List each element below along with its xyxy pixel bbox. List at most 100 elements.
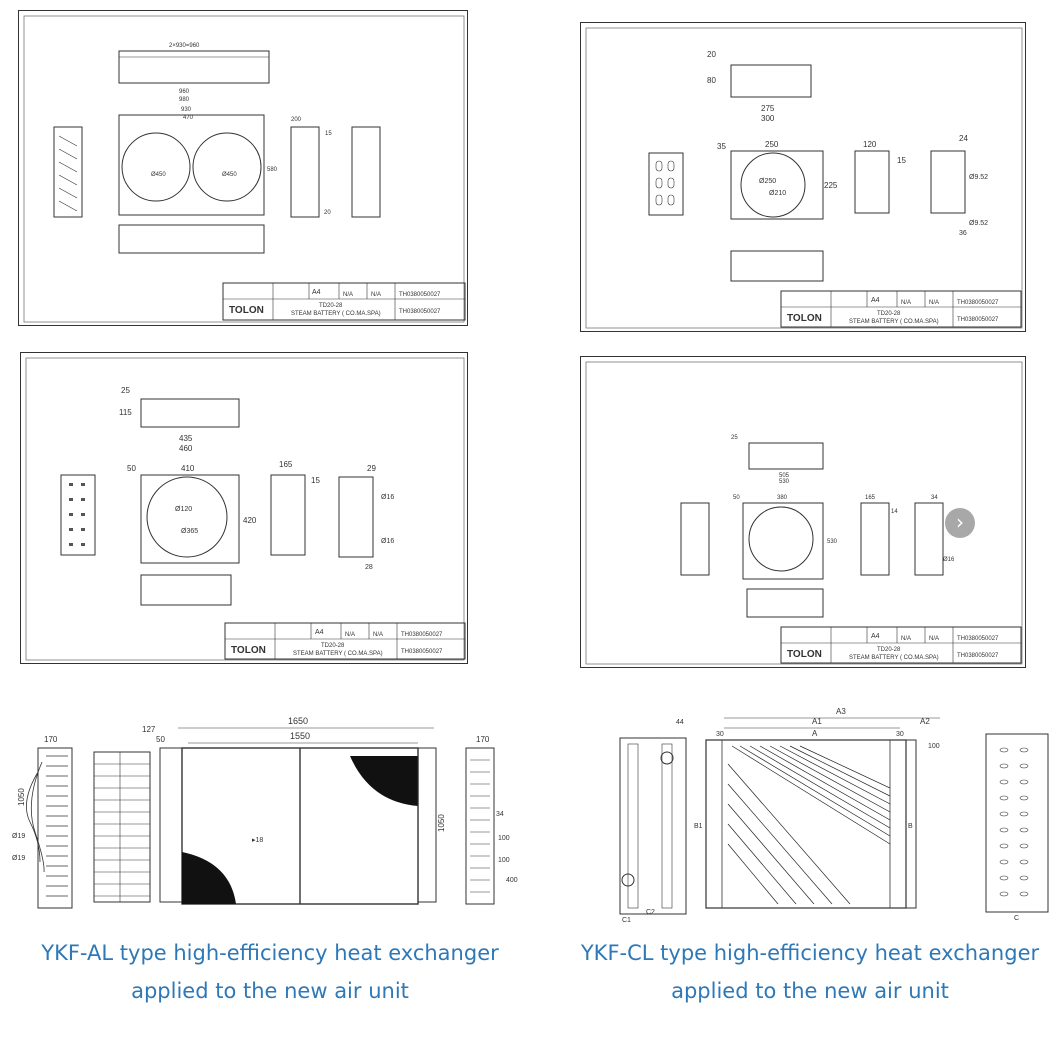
sheet-2-dim-36: 36	[959, 230, 967, 237]
sheet-2-dim-20: 20	[707, 50, 716, 59]
sheet-3-dim-50: 50	[127, 464, 136, 473]
sheet-3-dim-pipe2: Ø16	[381, 538, 394, 545]
sheet-4-dim-34: 34	[931, 495, 938, 501]
chevron-right-icon: ›	[956, 510, 964, 534]
sheet-2-model: TD20-28	[877, 311, 901, 317]
sheet-1-scale1: N/A	[343, 292, 353, 298]
sheet-2-desc: STEAM BATTERY ( CO.MA.SPA)	[849, 319, 939, 325]
sheet-2-dim-24: 24	[959, 134, 968, 143]
sheet-3-code2: TH0380050027	[401, 649, 443, 655]
sheet-2-dim-120: 120	[863, 140, 877, 149]
sheet-1-dim-width2: 980	[179, 97, 190, 103]
ykf-al-dim-1650: 1650	[288, 716, 308, 726]
sheet-2-dim-35: 35	[717, 142, 726, 151]
sheet-2-code: TH0380050027	[957, 300, 999, 306]
sheet-3-dim-pipe1: Ø16	[381, 494, 394, 501]
sheet-3-dim-28: 28	[365, 564, 373, 571]
sheet-3-scale2: N/A	[373, 632, 383, 638]
sheet-2-drawing: 20 80 275 300 35 250 Ø250 Ø210 225 120 1…	[585, 27, 1023, 329]
sheet-1-drawing: 2×930=960 960 980 Ø450 Ø450 930 470 580 …	[23, 15, 466, 323]
ykf-al-caption-line2: applied to the new air unit	[131, 979, 409, 1003]
sheet-4-dim-165: 165	[865, 495, 876, 501]
sheet-2-dim-300: 300	[761, 114, 775, 123]
sheet-2-dim-80: 80	[707, 76, 716, 85]
sheet-4-scale1: N/A	[901, 636, 911, 642]
sheet-4-scale2: N/A	[929, 636, 939, 642]
sheet-2-size: A4	[871, 297, 880, 304]
sheet-1-dim-top: 2×930=960	[169, 43, 200, 49]
sheet-4-dim-505: 505	[779, 473, 790, 479]
sheet-4-model: TD20-28	[877, 647, 901, 653]
drawing-sheet-3: 25 115 435 460 50 410 Ø120 Ø365 420 165 …	[20, 352, 468, 664]
ykf-cl-drawing: 44 C1 C2 A3 A1 A2 A 30 30 100 B1 B C	[619, 707, 1049, 924]
sheet-4-dim-14: 14	[891, 509, 898, 515]
sheet-2-dim-225: 225	[824, 181, 838, 190]
ykf-cl-dim-c: C	[1014, 915, 1019, 922]
sheet-4-code2: TH0380050027	[957, 653, 999, 659]
sheet-2-code2: TH0380050027	[957, 317, 999, 323]
sheet-4-dim-50: 50	[733, 495, 740, 501]
ykf-cl-caption: YKF-CL type high-efficiency heat exchang…	[560, 934, 1060, 1010]
ykf-al-dim-34: 34	[496, 811, 504, 818]
drawing-sheet-2: 20 80 275 300 35 250 Ø250 Ø210 225 120 1…	[580, 22, 1026, 332]
ykf-al-drawing: 170 1050 Ø19 Ø19 127 50 1650 1550 ▸18 10…	[12, 716, 518, 909]
sheet-3-scale1: N/A	[345, 632, 355, 638]
sheet-1-dim-width: 960	[179, 89, 190, 95]
sheet-1-code2: TH0380050027	[399, 309, 441, 315]
sheet-4-code: TH0380050027	[957, 636, 999, 642]
ykf-al-dim-fin: ▸18	[252, 837, 263, 844]
sheet-1-logo: TOLON	[229, 305, 264, 316]
ykf-cl-dim-a2: A2	[920, 717, 930, 726]
ykf-al-dim-400: 400	[506, 877, 518, 884]
sheet-2-scale1: N/A	[901, 300, 911, 306]
sheet-2-logo: TOLON	[787, 313, 822, 324]
sheet-1-scale2: N/A	[371, 292, 381, 298]
sheet-4-dim-380: 380	[777, 495, 788, 501]
ykf-al-dim-170-left: 170	[44, 735, 58, 744]
ykf-cl-dim-a: A	[812, 729, 818, 738]
drawing-sheet-1: 2×930=960 960 980 Ø450 Ø450 930 470 580 …	[18, 10, 468, 326]
sheet-3-model: TD20-28	[321, 643, 345, 649]
ykf-cl-caption-line2: applied to the new air unit	[671, 979, 949, 1003]
sheet-1-dim-dia2: Ø450	[222, 172, 237, 178]
sheet-4-dim-25: 25	[731, 435, 738, 441]
sheet-2-dim-275: 275	[761, 104, 775, 113]
sheet-4-size: A4	[871, 633, 880, 640]
ykf-cl-dim-c1: C1	[622, 917, 631, 924]
sheet-3-logo: TOLON	[231, 645, 266, 656]
sheet-2-dim-pipe2: Ø9.52	[969, 220, 988, 227]
sheet-1-desc: STEAM BATTERY ( CO.MA.SPA)	[291, 311, 381, 317]
ykf-al-dim-100b: 100	[498, 857, 510, 864]
sheet-1-dim-470: 470	[183, 115, 194, 121]
sheet-1-code: TH0380050027	[399, 292, 441, 298]
sheet-1-model: TD20-28	[319, 303, 343, 309]
sheet-4-drawing: 25 505 530 50 380 530 165 14 34 Ø16 TOLO…	[585, 361, 1023, 665]
ykf-cl-dim-44: 44	[676, 719, 684, 726]
sheet-3-code: TH0380050027	[401, 632, 443, 638]
sheet-1-dim-dia1: Ø450	[151, 172, 166, 178]
ykf-cl-dim-30a: 30	[716, 731, 724, 738]
ykf-al-dim-1050-left: 1050	[17, 788, 26, 806]
sheet-2-scale2: N/A	[929, 300, 939, 306]
ykf-al-caption-line1: YKF-AL type high-efficiency heat exchang…	[41, 941, 499, 965]
sheet-1-dim-20: 20	[324, 210, 331, 216]
sheet-3-dim-29: 29	[367, 464, 376, 473]
ykf-al-dim-pipe1: Ø19	[12, 833, 25, 840]
sheet-3-dim-dia1: Ø120	[175, 506, 192, 513]
next-slide-button[interactable]: ›	[945, 508, 975, 538]
sheet-2-dim-250: 250	[765, 140, 779, 149]
ykf-cl-dim-b1: B1	[694, 823, 703, 830]
sheet-3-dim-435: 435	[179, 434, 193, 443]
sheet-2-dim-dia2: Ø210	[769, 190, 786, 197]
sheet-4-dim-530: 530	[779, 479, 790, 485]
sheet-2-dim-pipe1: Ø9.52	[969, 174, 988, 181]
sheet-3-dim-25: 25	[121, 386, 130, 395]
sheet-3-dim-410: 410	[181, 464, 195, 473]
sheet-4-logo: TOLON	[787, 649, 822, 660]
ykf-cl-dim-b: B	[908, 823, 913, 830]
sheet-2-dim-dia1: Ø250	[759, 178, 776, 185]
sheet-4-dim-pipe: Ø16	[943, 557, 955, 563]
sheet-3-dim-115: 115	[119, 408, 132, 417]
sheet-2-dim-15: 15	[897, 156, 906, 165]
ykf-al-dim-170-right: 170	[476, 735, 490, 744]
